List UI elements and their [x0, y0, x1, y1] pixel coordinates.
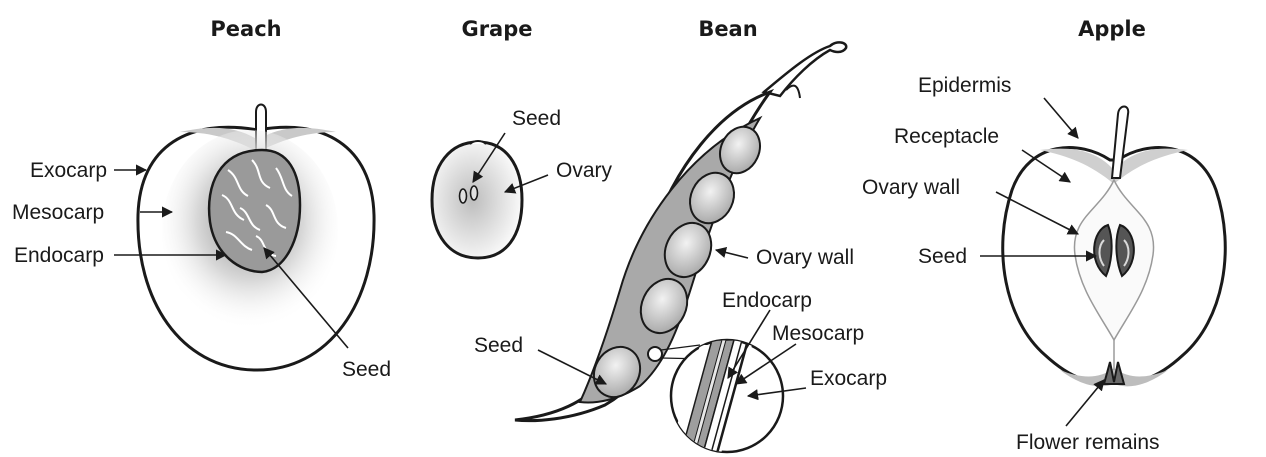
- apple-label-receptacle: Receptacle: [894, 125, 999, 148]
- peach-pit: [209, 150, 300, 272]
- grape-label-ovary: Ovary: [556, 159, 613, 182]
- apple-label-epidermis: Epidermis: [918, 74, 1011, 97]
- bean-stalk: [764, 42, 846, 96]
- bean-label-ovary-wall: Ovary wall: [756, 246, 854, 269]
- grape-fruit: [432, 142, 522, 258]
- bean-label-exocarp: Exocarp: [810, 367, 887, 390]
- peach-label-mesocarp: Mesocarp: [12, 201, 104, 224]
- apple-title: Apple: [1078, 17, 1146, 41]
- peach-label-seed: Seed: [342, 358, 391, 381]
- peach-title: Peach: [210, 17, 281, 41]
- apple-label-seed: Seed: [918, 245, 967, 268]
- bean-group: Bean: [474, 17, 887, 457]
- peach-group: Peach Exocarp Mesocarp Endocarp S: [12, 17, 391, 381]
- bean-zoom-detail: [668, 340, 783, 457]
- grape-title: Grape: [461, 17, 532, 41]
- peach-label-exocarp: Exocarp: [30, 159, 107, 182]
- bean-label-seed: Seed: [474, 334, 523, 357]
- peach-label-endocarp: Endocarp: [14, 244, 104, 267]
- apple-label-flower-remains: Flower remains: [1016, 431, 1160, 454]
- bean-title: Bean: [698, 17, 757, 41]
- apple-group: Apple Epidermis Receptacle Ovary: [862, 17, 1225, 454]
- bean-label-endocarp: Endocarp: [722, 289, 812, 312]
- bean-label-mesocarp: Mesocarp: [772, 322, 864, 345]
- grape-group: Grape Seed Ovary: [432, 17, 613, 258]
- apple-label-ovary-wall: Ovary wall: [862, 176, 960, 199]
- grape-label-seed: Seed: [512, 107, 561, 130]
